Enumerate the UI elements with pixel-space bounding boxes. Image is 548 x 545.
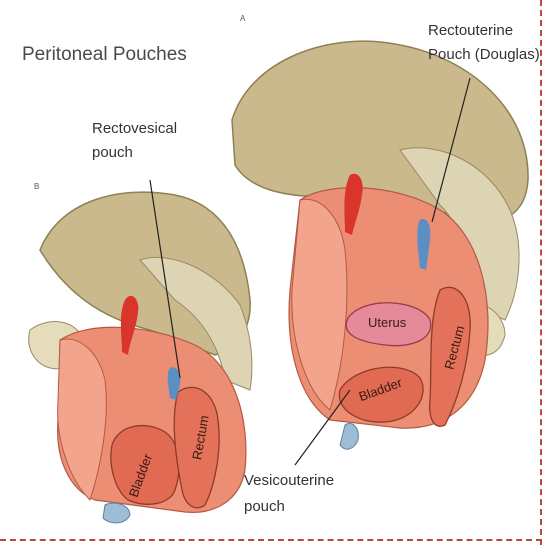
female-lower-vein [340,423,358,449]
pelvis-illustration [0,0,540,539]
female-uterus-label: Uterus [368,315,406,330]
rectovesical-label-line2: pouch [92,142,133,164]
male-prostate-bulge [103,503,130,523]
border-right [540,0,542,545]
panel-mark-left: B [34,182,39,191]
panel-mark-right: A [240,14,245,23]
rectouterine-label-line1: Rectouterine [428,20,513,42]
figure-title: Peritoneal Pouches [22,44,187,66]
rectouterine-label-line2: Pouch (Douglas) [428,44,540,66]
rectovesical-label-line1: Rectovesical [92,118,177,140]
vesicouterine-label-line1: Vesicouterine [244,470,334,492]
border-bottom [0,539,542,541]
vesicouterine-label-line2: pouch [244,496,285,518]
